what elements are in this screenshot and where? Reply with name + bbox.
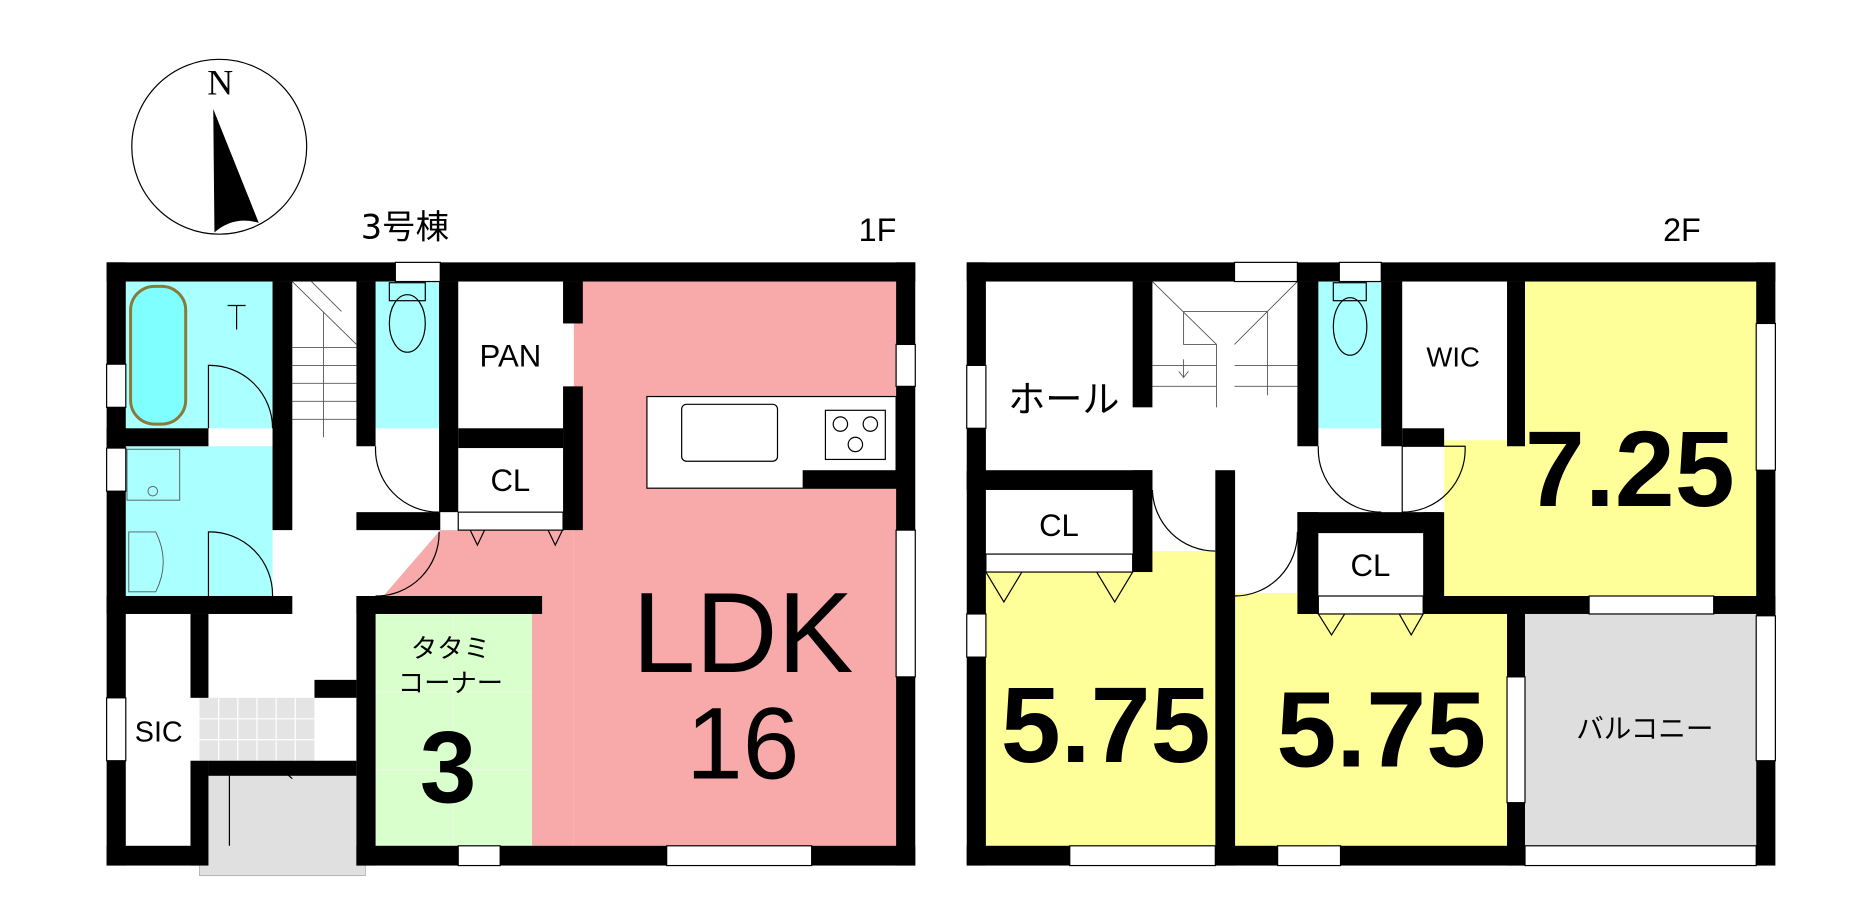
washroom bbox=[125, 446, 273, 597]
sink-icon bbox=[128, 531, 164, 593]
stairs-2f bbox=[1152, 281, 1298, 408]
shoe-closet-label: SIC bbox=[135, 717, 183, 749]
windows-2f bbox=[966, 261, 1776, 867]
walls-1f bbox=[106, 262, 916, 866]
sink-basin-icon bbox=[681, 403, 779, 462]
drain-icon bbox=[147, 485, 158, 497]
bedroom-right-size: 5.75 bbox=[1276, 669, 1486, 790]
stove-icon bbox=[824, 409, 886, 461]
balcony-label: バルコニー bbox=[1576, 713, 1713, 745]
toilet-icon bbox=[388, 294, 426, 353]
compass: N bbox=[131, 58, 308, 235]
closet-mid-label: CL bbox=[1351, 548, 1391, 583]
doors-1f bbox=[207, 364, 564, 846]
floor-2: 2F bbox=[966, 212, 1776, 867]
burner-icon bbox=[832, 416, 849, 432]
bathtub-icon bbox=[129, 284, 188, 426]
washer-icon bbox=[126, 448, 181, 501]
doors-2f bbox=[985, 445, 1466, 637]
tatami-size: 3 bbox=[420, 711, 477, 825]
floor-2-label: 2F bbox=[1663, 212, 1701, 248]
ldk-size: 16 bbox=[686, 687, 799, 801]
toilet-tank-icon bbox=[1332, 282, 1367, 302]
toilet-1f bbox=[375, 281, 440, 429]
toilet-tank-icon bbox=[388, 282, 426, 302]
closet-left-label: CL bbox=[1039, 508, 1079, 543]
stairs-1f bbox=[291, 281, 357, 438]
burner-icon bbox=[847, 436, 864, 453]
bedroom-5-75-right bbox=[1234, 596, 1508, 846]
floor-1: 3号棟 1F bbox=[106, 207, 916, 877]
ldk-label: LDK bbox=[632, 570, 853, 697]
bedroom-left-size: 5.75 bbox=[1001, 664, 1211, 785]
compass-north-label: N bbox=[207, 63, 233, 103]
bedroom-7-25 bbox=[1525, 281, 1757, 597]
burner-icon bbox=[862, 416, 879, 432]
bedroom-left-ext bbox=[1152, 551, 1216, 573]
tile-grid bbox=[199, 697, 315, 761]
tatami-label-line2: コーナー bbox=[398, 669, 503, 699]
bedroom-7-25-ext bbox=[1444, 440, 1525, 597]
windows-1f bbox=[106, 261, 916, 867]
ldk-room bbox=[573, 281, 897, 846]
bedroom-5-75-left bbox=[985, 572, 1216, 846]
ldk-entry bbox=[383, 530, 574, 597]
bedroom-7-25-size: 7.25 bbox=[1525, 408, 1735, 529]
closet-label: CL bbox=[490, 463, 530, 498]
wic-label: WIC bbox=[1426, 342, 1480, 373]
north-arrow-icon bbox=[213, 109, 259, 233]
pantry-label: PAN bbox=[480, 339, 542, 374]
balcony bbox=[1525, 613, 1757, 846]
shower-icon bbox=[227, 304, 246, 330]
hall-label: ホール bbox=[1008, 378, 1119, 421]
porch bbox=[199, 775, 366, 877]
ldk-extension bbox=[531, 596, 574, 846]
bedroom-right-ext bbox=[1234, 593, 1301, 600]
tatami-label-line1: タタミ bbox=[411, 635, 490, 665]
toilet-icon bbox=[1332, 297, 1368, 356]
building-label: 3号棟 bbox=[361, 207, 449, 246]
floor-1-label: 1F bbox=[859, 212, 897, 248]
tatami-grid bbox=[375, 613, 532, 846]
